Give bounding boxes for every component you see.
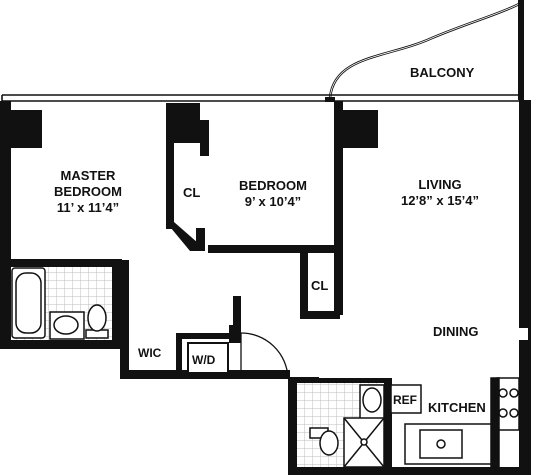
- walls: [0, 100, 531, 475]
- master-bath-fixtures: [11, 267, 109, 340]
- washer-dryer-label: W/D: [192, 353, 216, 367]
- dining-label: DINING: [433, 324, 479, 339]
- kitchen-label: KITCHEN: [428, 400, 486, 415]
- refrigerator-label: REF: [393, 393, 417, 407]
- bedroom-dimensions: 9’ x 10’4”: [244, 194, 302, 209]
- master-bedroom-name-1: MASTER: [60, 168, 116, 183]
- master-bedroom-dimensions: 11’ x 11’4”: [56, 200, 120, 215]
- refrigerator-box: [390, 384, 422, 414]
- entry-door: [240, 332, 289, 379]
- living-name: LIVING: [418, 177, 462, 192]
- master-bedroom-name-2: BEDROOM: [54, 184, 122, 199]
- balcony: [328, 0, 524, 100]
- wic-label: WIC: [138, 346, 162, 360]
- stove: [496, 377, 520, 431]
- sink: [53, 315, 79, 335]
- bedroom-label: BEDROOM 9’ x 10’4”: [228, 178, 318, 210]
- master-bedroom-label: MASTER BEDROOM 11’ x 11’4”: [48, 168, 128, 216]
- sink: [362, 387, 382, 413]
- living-label: LIVING 12’8” x 15’4”: [390, 177, 490, 209]
- second-bath-fixtures: [309, 384, 385, 468]
- living-dimensions: 12’8” x 15’4”: [400, 193, 480, 208]
- toilet: [87, 304, 107, 332]
- bedroom-name: BEDROOM: [239, 178, 307, 193]
- toilet: [319, 430, 339, 456]
- window-wall: [1, 94, 520, 102]
- balcony-label: BALCONY: [410, 65, 475, 80]
- closet-1-label: CL: [183, 185, 201, 200]
- closet-2-label: CL: [311, 278, 329, 293]
- kitchen-fixtures: [390, 377, 520, 468]
